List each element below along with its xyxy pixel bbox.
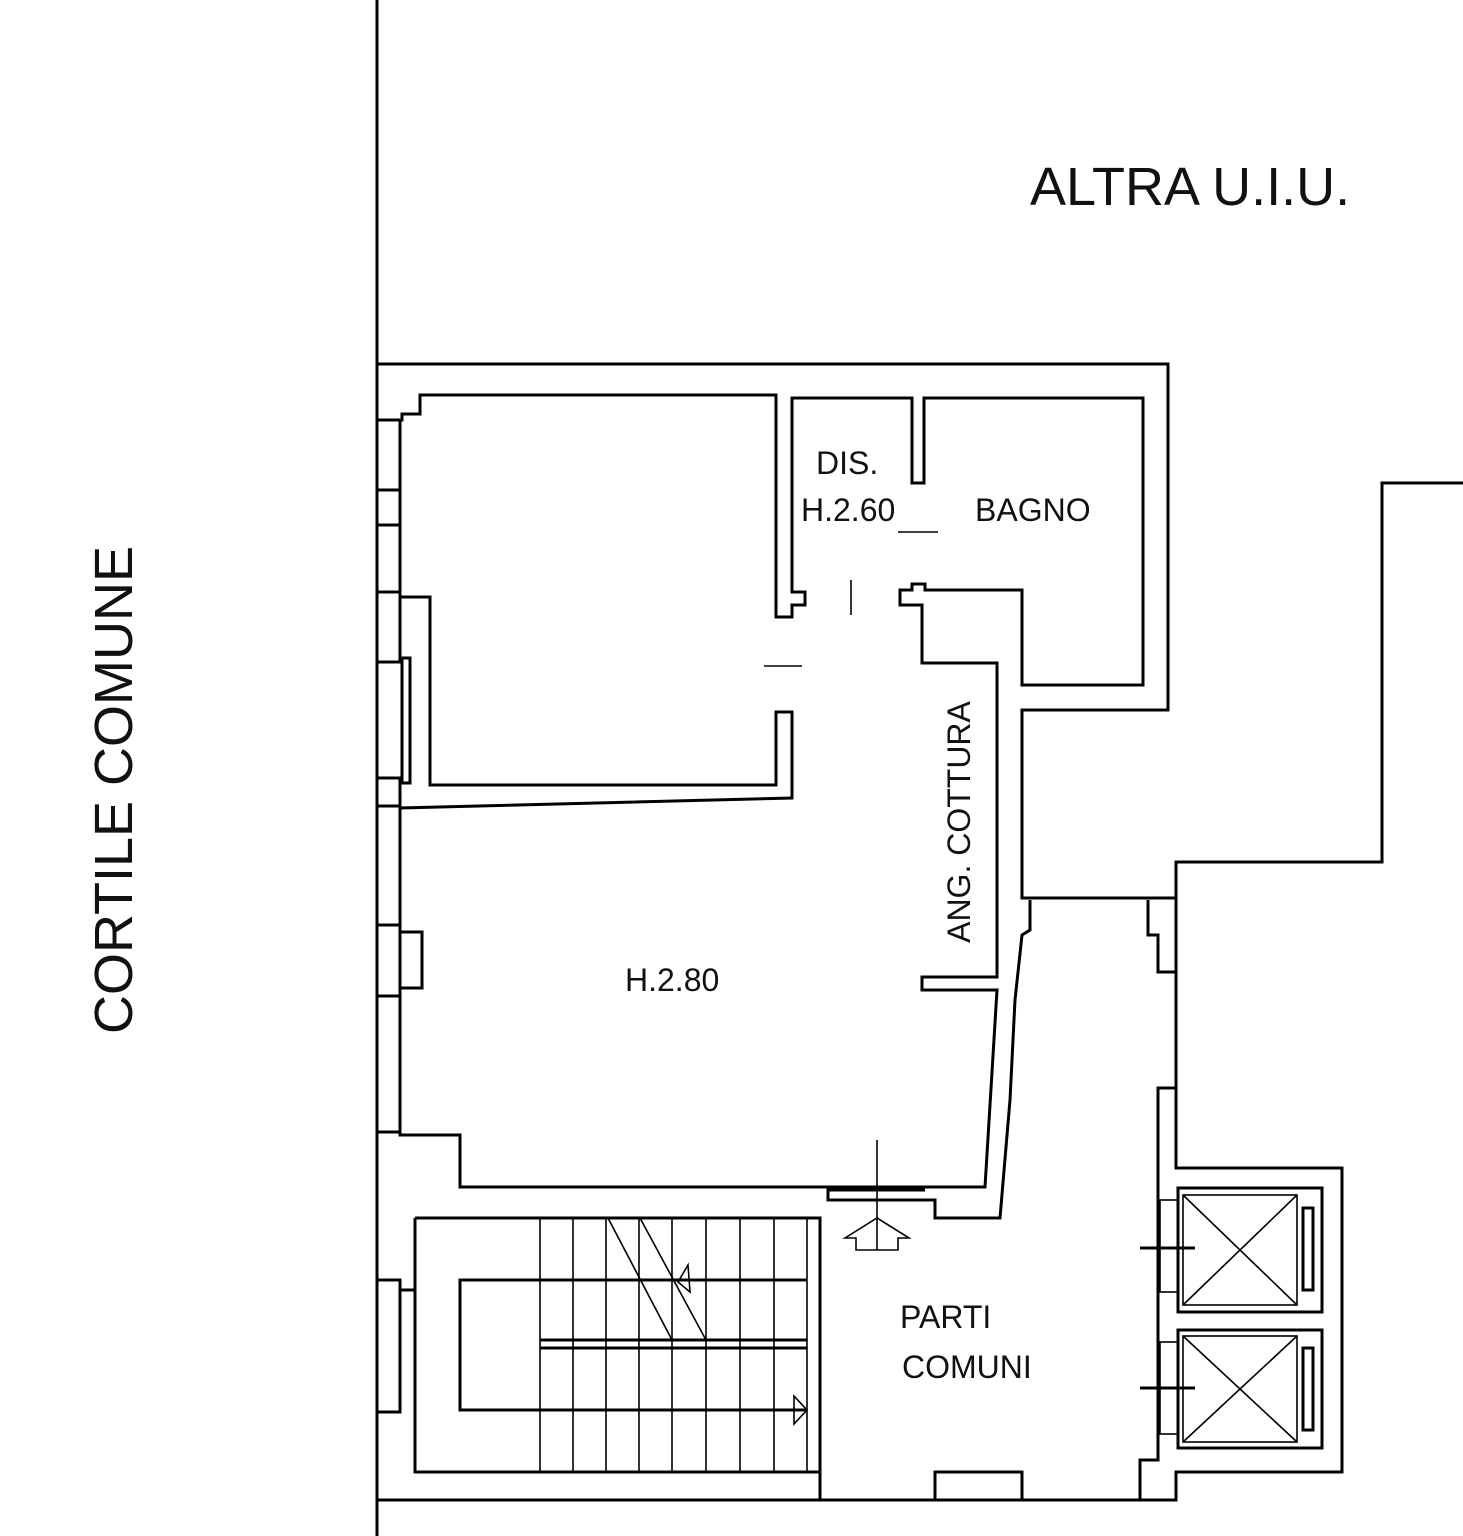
- label-kitchenette: ANG. COTTURA: [941, 700, 977, 942]
- corridor-walls: [826, 900, 1176, 1502]
- staircase: [400, 1216, 822, 1500]
- label-courtyard: CORTILE COMUNE: [84, 546, 144, 1034]
- entrance-arrow: [842, 1140, 912, 1251]
- label-bathroom: BAGNO: [975, 492, 1091, 528]
- label-hallway-height: H.2.60: [801, 492, 895, 528]
- elevators: [1140, 1186, 1324, 1450]
- label-main-room-height: H.2.80: [625, 962, 719, 998]
- label-common-parts-1: PARTI: [900, 1299, 991, 1335]
- bedroom-walls: [375, 393, 1145, 1414]
- label-hallway: DIS.: [816, 445, 878, 481]
- label-neighbor-unit: ALTRA U.I.U.: [1030, 157, 1350, 217]
- label-common-parts-2: COMUNI: [902, 1349, 1032, 1385]
